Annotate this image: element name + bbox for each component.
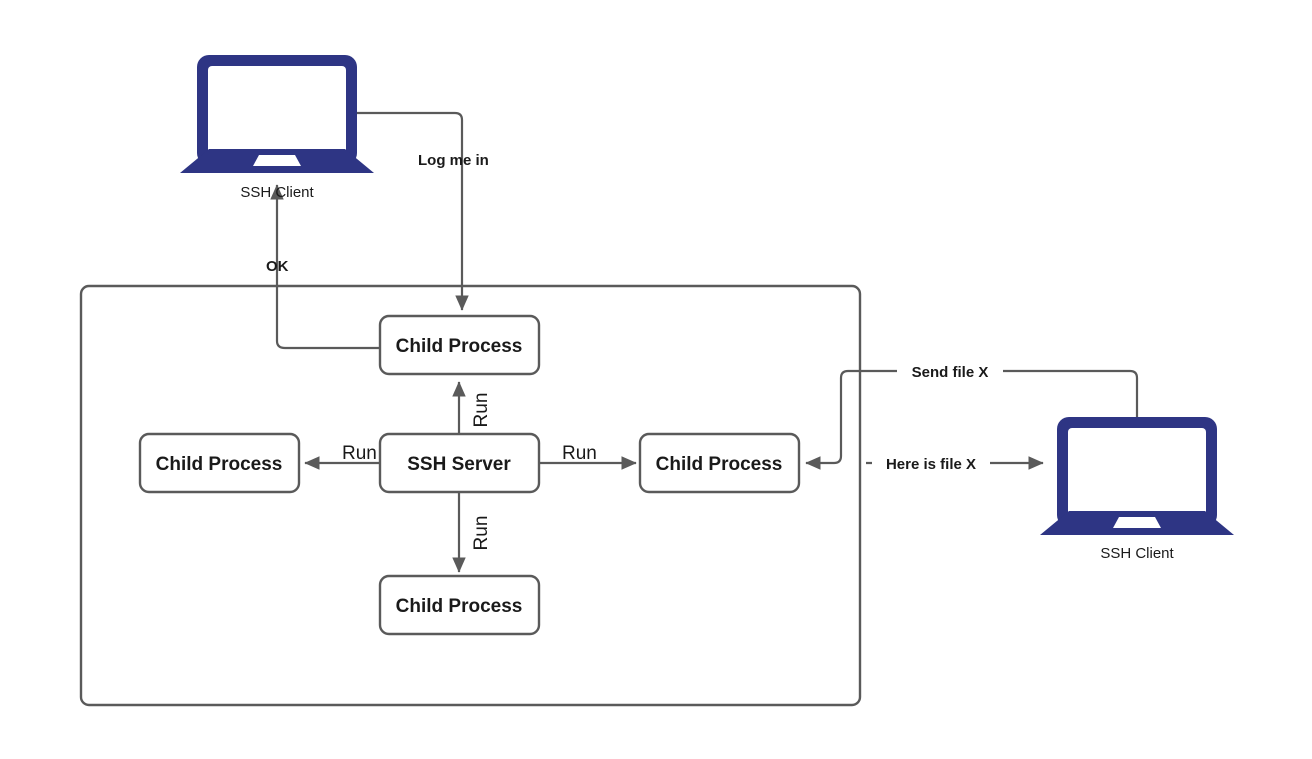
edge-label-run-left: Run bbox=[342, 443, 377, 464]
connector-ok bbox=[270, 184, 380, 350]
node-child-process-bottom-label: Child Process bbox=[396, 596, 523, 617]
connector-log-me-in bbox=[355, 111, 469, 311]
node-ssh-server: SSH Server bbox=[378, 432, 541, 494]
edge-label-here-is-file-x-backdrop bbox=[872, 452, 990, 474]
node-child-process-right: Child Process bbox=[638, 432, 801, 494]
ssh-client-right-laptop-icon bbox=[1040, 417, 1234, 535]
connector-send-file-x bbox=[805, 369, 1139, 470]
edge-label-run-right: Run bbox=[562, 443, 597, 464]
node-child-process-bottom: Child Process bbox=[378, 574, 541, 636]
ssh-client-left-laptop-icon bbox=[180, 55, 374, 173]
node-ssh-server-label: SSH Server bbox=[407, 454, 511, 475]
edge-label-here-is-file-x: Here is file X bbox=[886, 456, 976, 473]
node-child-process-right-label: Child Process bbox=[656, 454, 783, 475]
edge-label-run-top: Run bbox=[471, 393, 492, 428]
edge-label-send-file-x-backdrop bbox=[897, 360, 1003, 382]
node-child-process-top: Child Process bbox=[378, 314, 541, 376]
edge-label-log-me-in: Log me in bbox=[418, 152, 489, 169]
ssh-server-host-boundary bbox=[79, 284, 862, 707]
edge-label-send-file-x: Send file X bbox=[912, 364, 989, 381]
ssh-client-left-caption: SSH Client bbox=[240, 184, 314, 201]
node-child-process-top-label: Child Process bbox=[396, 336, 523, 357]
node-child-process-left-label: Child Process bbox=[156, 454, 283, 475]
node-child-process-left: Child Process bbox=[138, 432, 301, 494]
edge-label-ok: OK bbox=[266, 258, 289, 275]
ssh-client-right-caption: SSH Client bbox=[1100, 545, 1174, 562]
edge-label-run-bottom: Run bbox=[471, 516, 492, 551]
